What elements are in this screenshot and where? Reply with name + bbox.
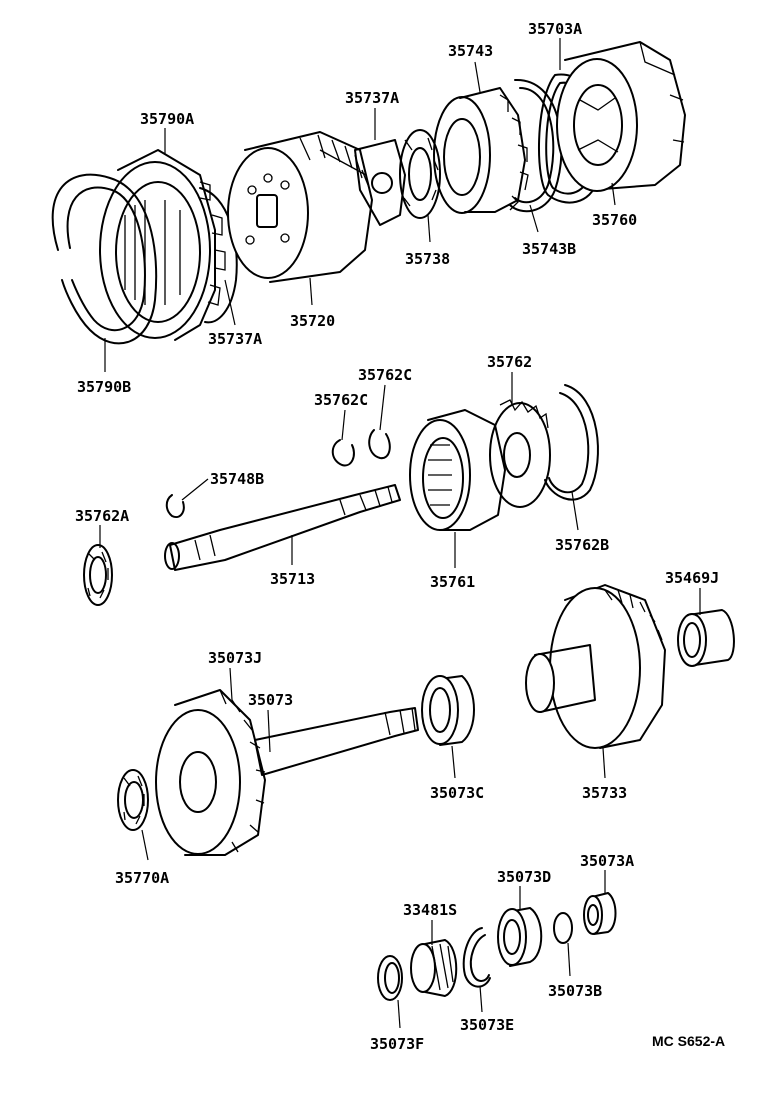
label-35748B: 35748B xyxy=(210,470,264,488)
bearing-35073D xyxy=(497,907,543,967)
label-35073C: 35073C xyxy=(430,784,484,802)
snap-ring-35762C-left xyxy=(331,439,355,467)
ring-gear-35761 xyxy=(409,409,506,531)
label-35762C-a: 35762C xyxy=(314,391,368,409)
label-35073D: 35073D xyxy=(497,868,551,886)
label-35762C-b: 35762C xyxy=(358,366,412,384)
label-35713: 35713 xyxy=(270,570,315,588)
label-35762: 35762 xyxy=(487,353,532,371)
speedometer-gear-33481S xyxy=(410,939,458,997)
needle-bearing-35762A xyxy=(83,544,113,606)
label-35760: 35760 xyxy=(592,211,637,229)
clutch-hub-35790A xyxy=(99,149,226,341)
label-33481S: 33481S xyxy=(403,901,457,919)
label-35761: 35761 xyxy=(430,573,475,591)
leader-lines xyxy=(99,38,701,1029)
label-35469J: 35469J xyxy=(665,569,719,587)
snap-ring-35790B xyxy=(51,173,158,345)
drawing-code: MC S652-A xyxy=(652,1033,725,1049)
label-35073E: 35073E xyxy=(460,1016,514,1034)
label-35737A-bottom: 35737A xyxy=(208,330,262,348)
label-35073: 35073 xyxy=(248,691,293,709)
label-35790A: 35790A xyxy=(140,110,194,128)
label-35073F: 35073F xyxy=(370,1035,424,1053)
thrust-plate-35737A xyxy=(354,139,406,226)
label-35743B: 35743B xyxy=(522,240,576,258)
needle-bearing-35770A xyxy=(117,769,149,831)
snap-ring-35762B xyxy=(544,384,599,501)
label-35720: 35720 xyxy=(290,312,335,330)
label-35073B: 35073B xyxy=(548,982,602,1000)
ring-35743B xyxy=(509,78,563,213)
label-35762B: 35762B xyxy=(555,536,609,554)
snap-ring-35748B xyxy=(165,494,185,518)
label-35733: 35733 xyxy=(582,784,627,802)
label-35703A: 35703A xyxy=(528,20,582,38)
shaft-35713 xyxy=(164,484,401,571)
spacer-35737A xyxy=(199,187,238,324)
clutch-drum-35760 xyxy=(556,41,686,192)
label-35743: 35743 xyxy=(448,42,493,60)
gear-hub-35762 xyxy=(489,399,551,508)
label-35762A: 35762A xyxy=(75,507,129,525)
part-labels: 35790A 35790B 35737A 35720 35737A 35738 … xyxy=(75,20,725,1053)
bearing-35073C xyxy=(421,675,475,746)
nut-35073A xyxy=(583,892,617,935)
label-35073J: 35073J xyxy=(208,649,262,667)
label-35073A: 35073A xyxy=(580,852,634,870)
planetary-gear-35743 xyxy=(433,87,529,214)
gear-35733 xyxy=(525,584,666,749)
o-ring-35073B xyxy=(553,912,573,944)
snap-ring-35762C-right xyxy=(368,429,391,460)
bushing-35469J xyxy=(677,609,735,667)
label-35790B: 35790B xyxy=(77,378,131,396)
thrust-bearing-35738 xyxy=(399,129,441,219)
label-35738: 35738 xyxy=(405,250,450,268)
output-shaft-35073 xyxy=(155,689,419,856)
label-35737A-top: 35737A xyxy=(345,89,399,107)
snap-ring-35073E xyxy=(462,927,491,988)
clutch-drum-35720 xyxy=(227,131,373,283)
snap-ring-35073F xyxy=(377,955,403,1001)
label-35770A: 35770A xyxy=(115,869,169,887)
